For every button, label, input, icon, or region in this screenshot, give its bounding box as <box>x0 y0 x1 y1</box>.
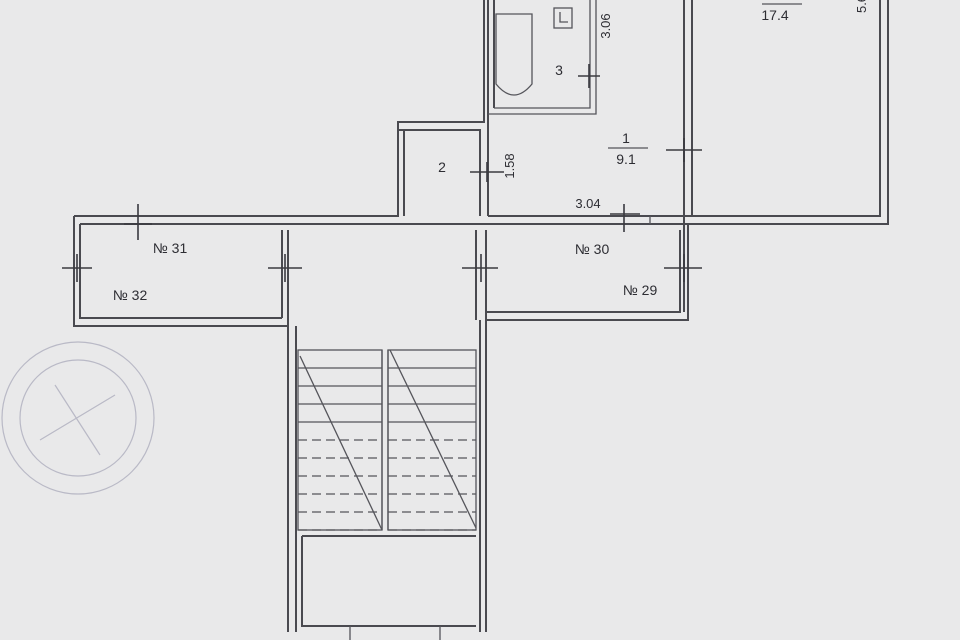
stamp-seal <box>1 341 155 495</box>
room-2-dimension: 1.58 <box>502 153 517 178</box>
room-2-number: 2 <box>438 159 446 175</box>
neighbor-31-label: № 31 <box>153 240 188 256</box>
room-large-dimension: 5.6 <box>854 0 869 13</box>
room-3-dimension: 3.06 <box>598 13 613 38</box>
stair-flight-left <box>299 355 383 531</box>
landing-walls <box>73 216 689 327</box>
neighbor-30-label: № 30 <box>575 241 610 257</box>
room-1-number: 1 <box>622 130 630 146</box>
neighbor-29-label: № 29 <box>623 282 658 298</box>
dimension-ticks <box>62 3 802 282</box>
room-large-area: 17.4 <box>761 7 788 23</box>
stairwell <box>287 320 487 640</box>
room-1-dimension: 3.04 <box>575 196 600 211</box>
neighbor-32-label: № 32 <box>113 287 148 303</box>
apartment-walls <box>74 0 889 225</box>
stair-steps <box>298 367 476 531</box>
room-3-number: 3 <box>555 62 563 78</box>
stair-flight-right <box>389 349 477 529</box>
room-1-area: 9.1 <box>616 151 636 167</box>
